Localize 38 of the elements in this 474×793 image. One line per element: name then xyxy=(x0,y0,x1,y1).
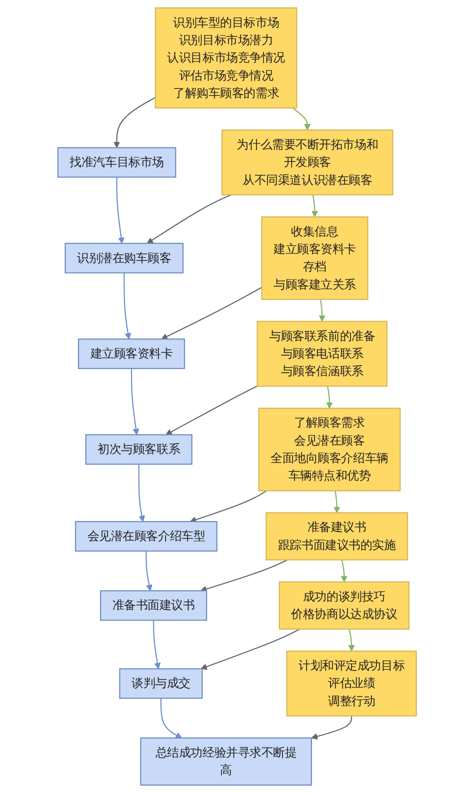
node-box: 会见潜在顾客介绍车型 xyxy=(74,521,218,552)
node-box: 识别车型的目标市场 识别目标市场潜力 认识目标市场竞争情况 评估市场竞争情况 了解购车顾客的需求 xyxy=(154,7,298,109)
arrow xyxy=(318,299,326,322)
node-box: 识别潜在购车顾客 xyxy=(64,242,184,274)
node-box: 与顾客联系前的准备 与顾客电话联系 与顾客信涵联系 xyxy=(256,320,388,387)
node-box: 初次与顾客联系 xyxy=(85,434,192,465)
node-box: 准备建议书 跟踪书面建议书的实施 xyxy=(266,512,408,560)
arrow xyxy=(340,560,348,582)
arrow xyxy=(200,628,300,670)
arrow xyxy=(123,272,132,340)
arrow xyxy=(348,628,355,652)
arrow xyxy=(292,108,311,130)
node-box: 为什么需要不断开拓市场和开发顾客 从不同渠道认识潜在顾客 xyxy=(221,130,394,196)
arrow xyxy=(190,490,267,523)
arrow xyxy=(311,194,318,218)
node-box: 建立顾客资料卡 xyxy=(78,338,185,370)
arrow xyxy=(326,386,333,409)
node-box: 找准汽车目标市场 xyxy=(57,147,176,178)
node-box: 总结成功经验并寻求不断提高 xyxy=(140,737,312,786)
arrow xyxy=(166,386,258,436)
arrow xyxy=(146,194,232,244)
node-box: 成功的谈判技巧 价格协商以达成协议 xyxy=(278,581,410,630)
arrow xyxy=(113,96,156,148)
node-box: 了解顾客需求 会见潜在顾客 全面地向顾客介绍车辆 车辆特点和优势 xyxy=(258,408,401,492)
arrow xyxy=(116,177,124,244)
arrow xyxy=(311,716,352,740)
arrow xyxy=(200,559,288,592)
arrow xyxy=(161,286,262,340)
arrow xyxy=(146,551,152,592)
arrow xyxy=(130,368,140,436)
arrow xyxy=(138,464,145,522)
node-box: 准备书面建议书 xyxy=(100,590,207,621)
arrow xyxy=(152,620,161,670)
node-box: 谈判与成交 xyxy=(119,668,203,699)
node-box: 计划和评定成功目标 评估业绩 调整行动 xyxy=(286,650,417,716)
arrow xyxy=(160,698,182,738)
node-box: 收集信息 建立顾客资料卡 存档 与顾客建立关系 xyxy=(261,216,368,300)
arrow xyxy=(333,490,340,514)
